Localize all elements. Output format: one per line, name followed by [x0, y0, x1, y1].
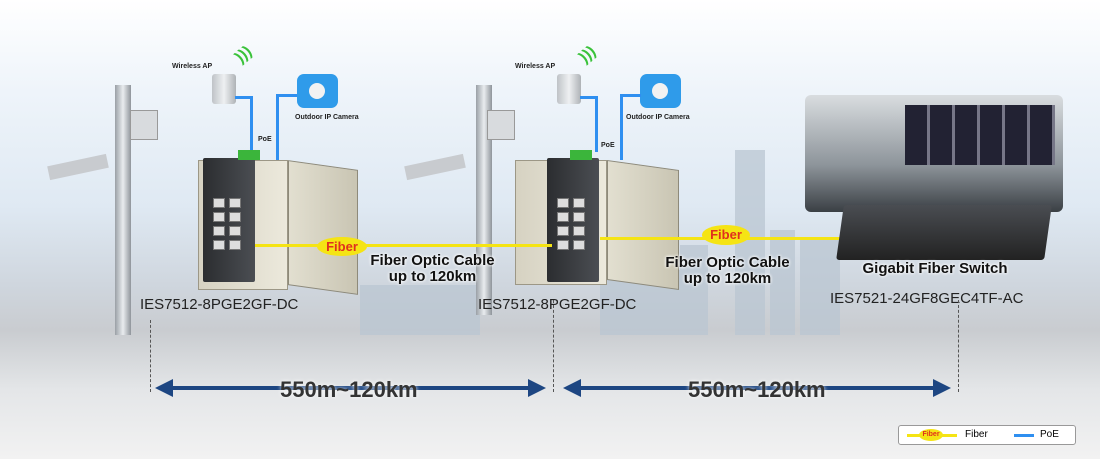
- ap-label: Wireless AP: [515, 63, 556, 70]
- camera-label: Outdoor IP Camera: [626, 114, 690, 121]
- legend-poe-label: PoE: [1040, 429, 1059, 440]
- wireless-ap-icon: [557, 74, 581, 104]
- poe-line: [276, 94, 297, 97]
- switch-model-label: IES7512-8PGE2GF-DC: [140, 296, 299, 313]
- cabinet-door: [288, 160, 358, 295]
- fiber-tag: Fiber: [317, 237, 367, 256]
- fiber-tag: Fiber: [702, 225, 750, 245]
- legend: Fiber Fiber PoE: [898, 425, 1076, 445]
- poe-line: [620, 94, 641, 97]
- poe-line: [276, 94, 279, 160]
- light-pole: [476, 85, 492, 315]
- poe-line: [620, 94, 623, 160]
- camera-label: Outdoor IP Camera: [295, 114, 359, 121]
- fiber-cable: [255, 244, 552, 247]
- antenna-panel: [487, 110, 515, 140]
- ip-camera-icon: [297, 74, 338, 108]
- industrial-switch: [203, 158, 255, 282]
- boundary-line: [553, 300, 554, 392]
- light-pole: [115, 85, 131, 335]
- poe-line: [580, 96, 598, 99]
- antenna-panel: [130, 110, 158, 140]
- wireless-ap-icon: [212, 74, 236, 104]
- poe-label: PoE: [601, 142, 615, 149]
- boundary-line: [958, 300, 959, 392]
- legend-poe-line: [1014, 434, 1034, 437]
- distance-label: 550m~120km: [688, 377, 826, 402]
- distance-label: 550m~120km: [280, 377, 418, 402]
- link-line2: up to 120km: [683, 270, 772, 287]
- poe-line: [235, 96, 253, 99]
- terminal-block: [570, 150, 592, 160]
- industrial-switch: [547, 158, 599, 282]
- switch-model-label: IES7512-8PGE2GF-DC: [478, 296, 637, 313]
- core-switch-title: Gigabit Fiber Switch: [862, 260, 1008, 277]
- poe-line: [250, 96, 253, 152]
- ap-label: Wireless AP: [172, 63, 213, 70]
- link-line1: Fiber Optic Cable: [665, 254, 790, 271]
- terminal-block: [238, 150, 260, 160]
- link-line2: up to 120km: [388, 268, 477, 285]
- ip-camera-icon: [640, 74, 681, 108]
- poe-line: [595, 96, 598, 152]
- legend-fiber-tag: Fiber: [919, 429, 943, 441]
- boundary-line: [150, 320, 151, 392]
- poe-label: PoE: [258, 136, 272, 143]
- legend-fiber-label: Fiber: [965, 429, 988, 440]
- gigabit-fiber-switch: [836, 205, 1052, 260]
- control-room-photo: [805, 95, 1063, 212]
- link-line1: Fiber Optic Cable: [370, 252, 495, 269]
- core-switch-model: IES7521-24GF8GEC4TF-AC: [830, 290, 1024, 307]
